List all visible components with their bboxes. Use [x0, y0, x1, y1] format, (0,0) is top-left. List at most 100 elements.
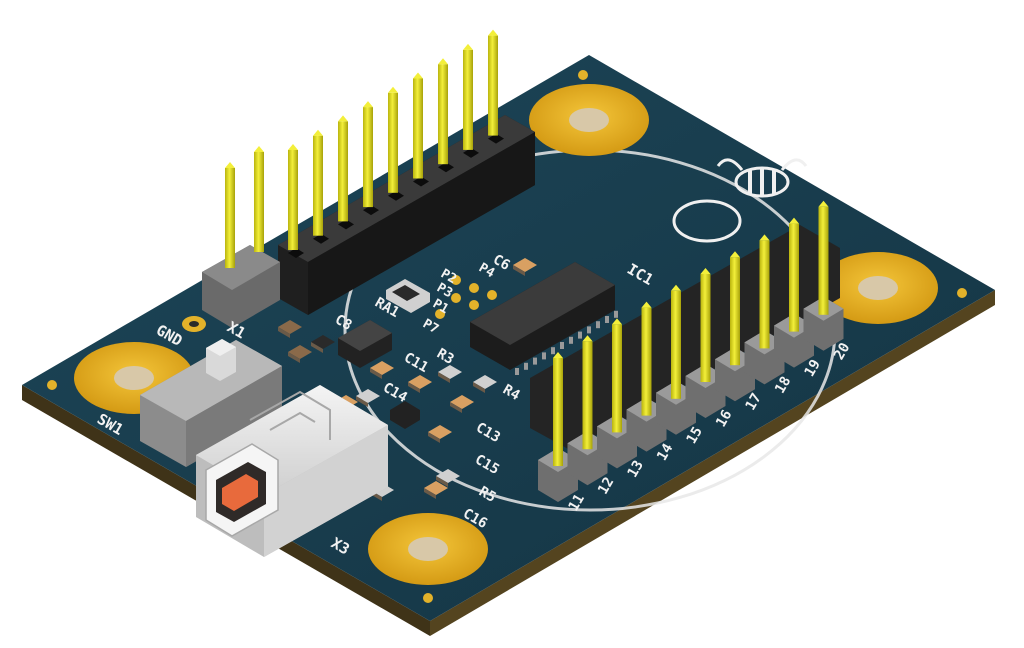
header-pin: [225, 168, 235, 268]
socket-hole: [363, 205, 379, 216]
smd-side: [356, 396, 368, 407]
smd-side: [278, 327, 290, 338]
smd-side: [450, 402, 462, 413]
corner-via: [47, 380, 57, 390]
pin-number-label: 15: [684, 424, 706, 447]
label-r3: R3: [434, 346, 457, 368]
ic1-chip: [470, 262, 618, 375]
small-ic: [338, 320, 392, 368]
pin-number-label: 11: [566, 491, 588, 514]
pin-tip: [641, 301, 652, 308]
label-r4: R4: [500, 382, 523, 404]
right-header-pin: [671, 290, 681, 399]
ic-leg: [578, 331, 582, 339]
header-right: [530, 200, 844, 502]
smd-side: [370, 368, 382, 379]
ic-leg: [569, 336, 573, 344]
socket-hole: [463, 147, 479, 158]
header-pin: [288, 150, 298, 250]
label-p4: P4: [476, 260, 497, 281]
ic-leg: [551, 347, 555, 355]
socket-hole: [388, 190, 404, 201]
smd-side: [438, 372, 450, 383]
gnd-test-pad: [182, 316, 206, 332]
pin-number-label: 19: [802, 357, 824, 380]
pin-tip: [254, 146, 264, 152]
pin-number-label: 18: [772, 374, 794, 397]
tiny-ic: [390, 401, 420, 429]
smd-side: [408, 382, 420, 393]
right-header-pin: [818, 206, 829, 315]
right-header-pin: [582, 341, 593, 450]
pin-tip: [363, 101, 373, 108]
ic-leg: [596, 321, 600, 329]
sw1-switch: [140, 339, 282, 467]
top-pin-row: [225, 29, 498, 268]
ic-leg: [587, 326, 591, 334]
pin-tip: [338, 115, 348, 122]
pin-tip: [730, 251, 740, 258]
header-pin: [388, 92, 398, 193]
pin-tip: [700, 268, 711, 274]
socket-hole: [488, 133, 504, 144]
smd-side: [473, 382, 485, 393]
right-header-pin: [612, 324, 622, 433]
pin-tip: [582, 335, 593, 342]
pin-tip: [463, 43, 473, 50]
smd-side: [436, 476, 448, 487]
pin-number-label: 20: [831, 340, 853, 363]
corner-via: [578, 70, 588, 80]
header-base-left: [202, 245, 280, 328]
ic-leg: [614, 310, 618, 318]
pin-tip: [288, 144, 298, 150]
pin-tip: [488, 29, 498, 36]
pin-number-label: 17: [743, 391, 765, 414]
fiducial-ring: [672, 199, 742, 243]
right-header-pin: [700, 274, 711, 382]
corner-via: [423, 593, 433, 603]
socket-hole: [288, 248, 304, 258]
socket-holes: [288, 133, 504, 258]
pin-number-label: 12: [595, 475, 617, 498]
header-pin: [413, 78, 423, 179]
socket-hole: [338, 219, 354, 230]
header-pin: [338, 121, 348, 222]
header-pin: [438, 64, 448, 165]
pin-tip: [671, 284, 681, 291]
header-pin: [313, 135, 323, 236]
socket-hole: [413, 176, 429, 187]
pin-number-label: 13: [625, 458, 647, 481]
header-pin: [254, 152, 264, 252]
label-p7: P7: [420, 316, 441, 337]
right-header-pin: [789, 223, 799, 332]
socket-hole: [438, 162, 454, 173]
pin-tip: [388, 86, 398, 93]
header-pin: [363, 107, 373, 208]
smd-side: [428, 432, 440, 443]
usb-connector-x3: [196, 385, 388, 557]
pin-tip: [818, 200, 829, 207]
header-pin: [488, 35, 498, 136]
label-c6: C6: [490, 252, 513, 274]
ic-leg: [605, 316, 609, 323]
pin-number-label: 16: [713, 407, 735, 430]
ic-leg: [542, 352, 546, 360]
pin-tip: [438, 58, 448, 65]
test-points: [435, 275, 497, 319]
corner-via: [957, 288, 967, 298]
header-pin: [463, 49, 473, 150]
right-header-pin: [553, 358, 563, 466]
pin-tip: [759, 234, 770, 241]
right-header-pin: [759, 240, 770, 349]
pin-tip: [612, 318, 622, 325]
label-p1: P1: [430, 296, 451, 317]
ic-leg: [533, 357, 537, 365]
ic-leg: [515, 368, 519, 375]
smd-side: [311, 342, 323, 353]
pin-tip: [225, 162, 235, 168]
right-header-pin: [641, 307, 652, 416]
mount-hole-right: [818, 252, 938, 324]
bee-logo-icon: [716, 158, 808, 198]
